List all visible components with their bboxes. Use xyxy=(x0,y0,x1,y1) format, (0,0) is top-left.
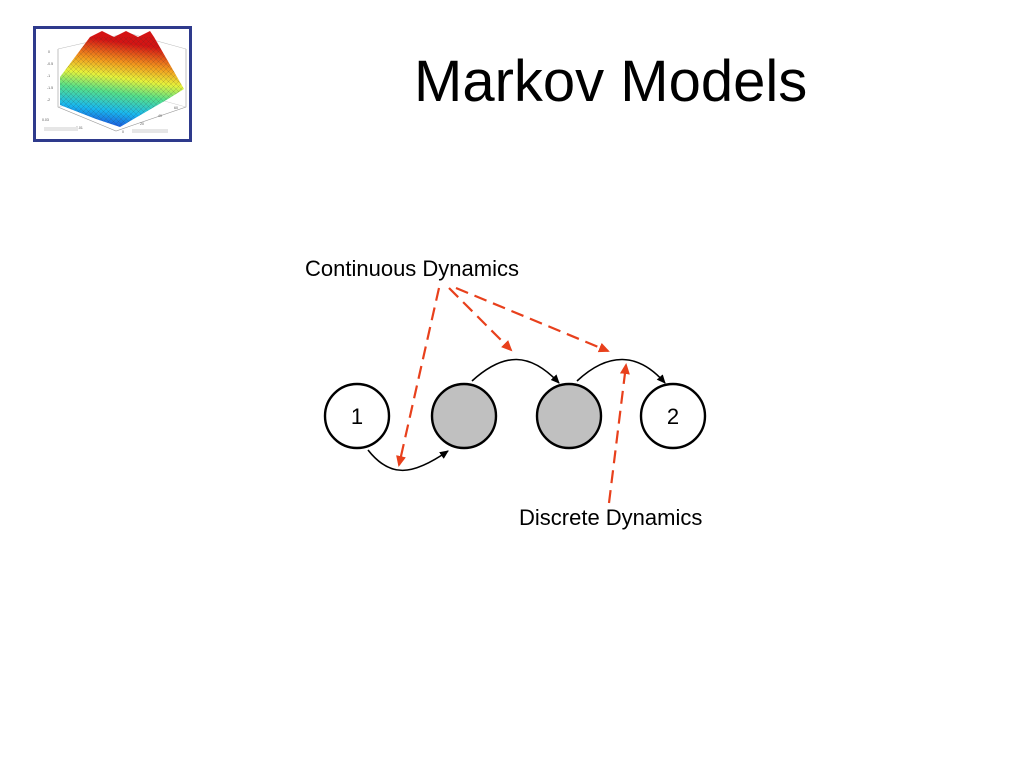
svg-text:0: 0 xyxy=(48,50,50,54)
continuous-pointer-1 xyxy=(396,287,441,467)
slide-title: Markov Models xyxy=(414,49,808,114)
transition-arrow-3 xyxy=(576,358,666,384)
svg-text:-2: -2 xyxy=(47,98,50,102)
svg-text:60: 60 xyxy=(174,106,178,110)
svg-text:0: 0 xyxy=(122,130,124,134)
svg-text:0.01: 0.01 xyxy=(76,126,83,130)
continuous-dynamics-label: Continuous Dynamics xyxy=(305,256,519,281)
discrete-dynamics-label: Discrete Dynamics xyxy=(519,505,703,530)
state-node-2-label: 2 xyxy=(667,404,679,429)
transition-arrow-1 xyxy=(367,449,449,472)
continuous-pointer-3 xyxy=(455,286,610,353)
svg-text:0.03: 0.03 xyxy=(42,118,49,122)
state-node-2 xyxy=(639,382,707,450)
hidden-node-2 xyxy=(535,382,603,450)
discrete-pointer xyxy=(607,363,630,504)
state-node-1-label: 1 xyxy=(351,404,363,429)
surface-plot-image: 0 -0.5 -1 -1.5 -2 0.03 0.01 0 20 40 60 xyxy=(42,31,187,134)
transition-arrow-2 xyxy=(471,358,560,384)
svg-text:40: 40 xyxy=(158,114,162,118)
svg-text:-0.5: -0.5 xyxy=(47,62,53,66)
surface-plot-thumbnail: 0 -0.5 -1 -1.5 -2 0.03 0.01 0 20 40 60 xyxy=(33,26,192,142)
continuous-pointer-2 xyxy=(448,287,513,352)
svg-text:-1.5: -1.5 xyxy=(47,86,53,90)
svg-text:20: 20 xyxy=(140,122,144,126)
hidden-node-1 xyxy=(430,382,498,450)
svg-text:-1: -1 xyxy=(47,74,50,78)
state-node-1 xyxy=(323,382,391,450)
